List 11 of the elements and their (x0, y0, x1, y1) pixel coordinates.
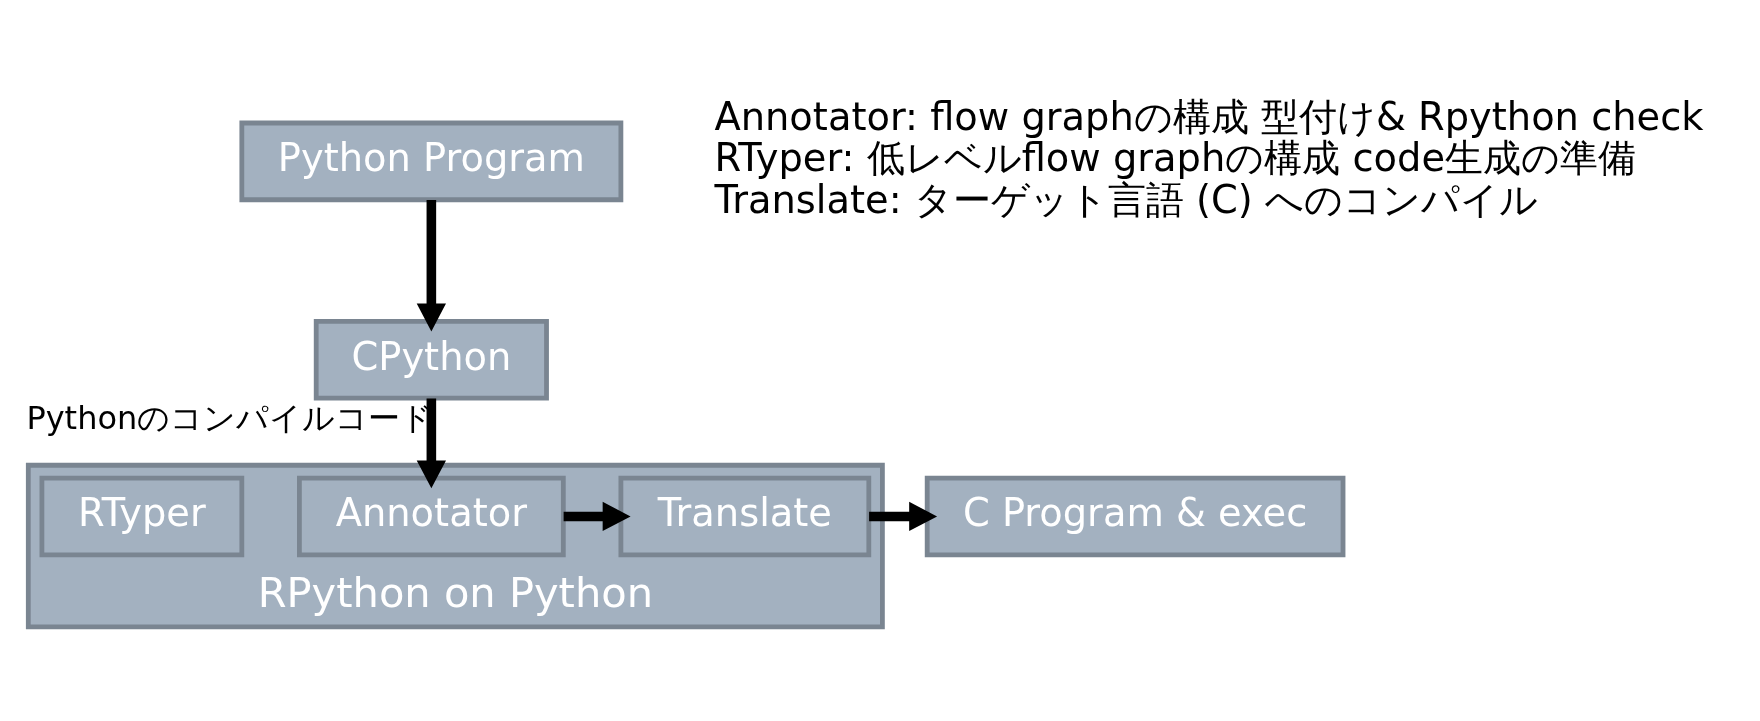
arrow (563, 501, 631, 532)
edge-label: Pythonのコンパイルコード (26, 399, 434, 438)
arrow (416, 200, 446, 332)
arrow (416, 398, 446, 489)
node-box: Translate (618, 475, 872, 558)
node-box: C Program & exec (924, 475, 1346, 558)
node-box: RTyper (39, 475, 245, 558)
node-box: Annotator (297, 475, 566, 558)
node-box: CPython (313, 318, 549, 401)
arrow (869, 501, 938, 532)
node-box: Python Program (239, 120, 624, 203)
